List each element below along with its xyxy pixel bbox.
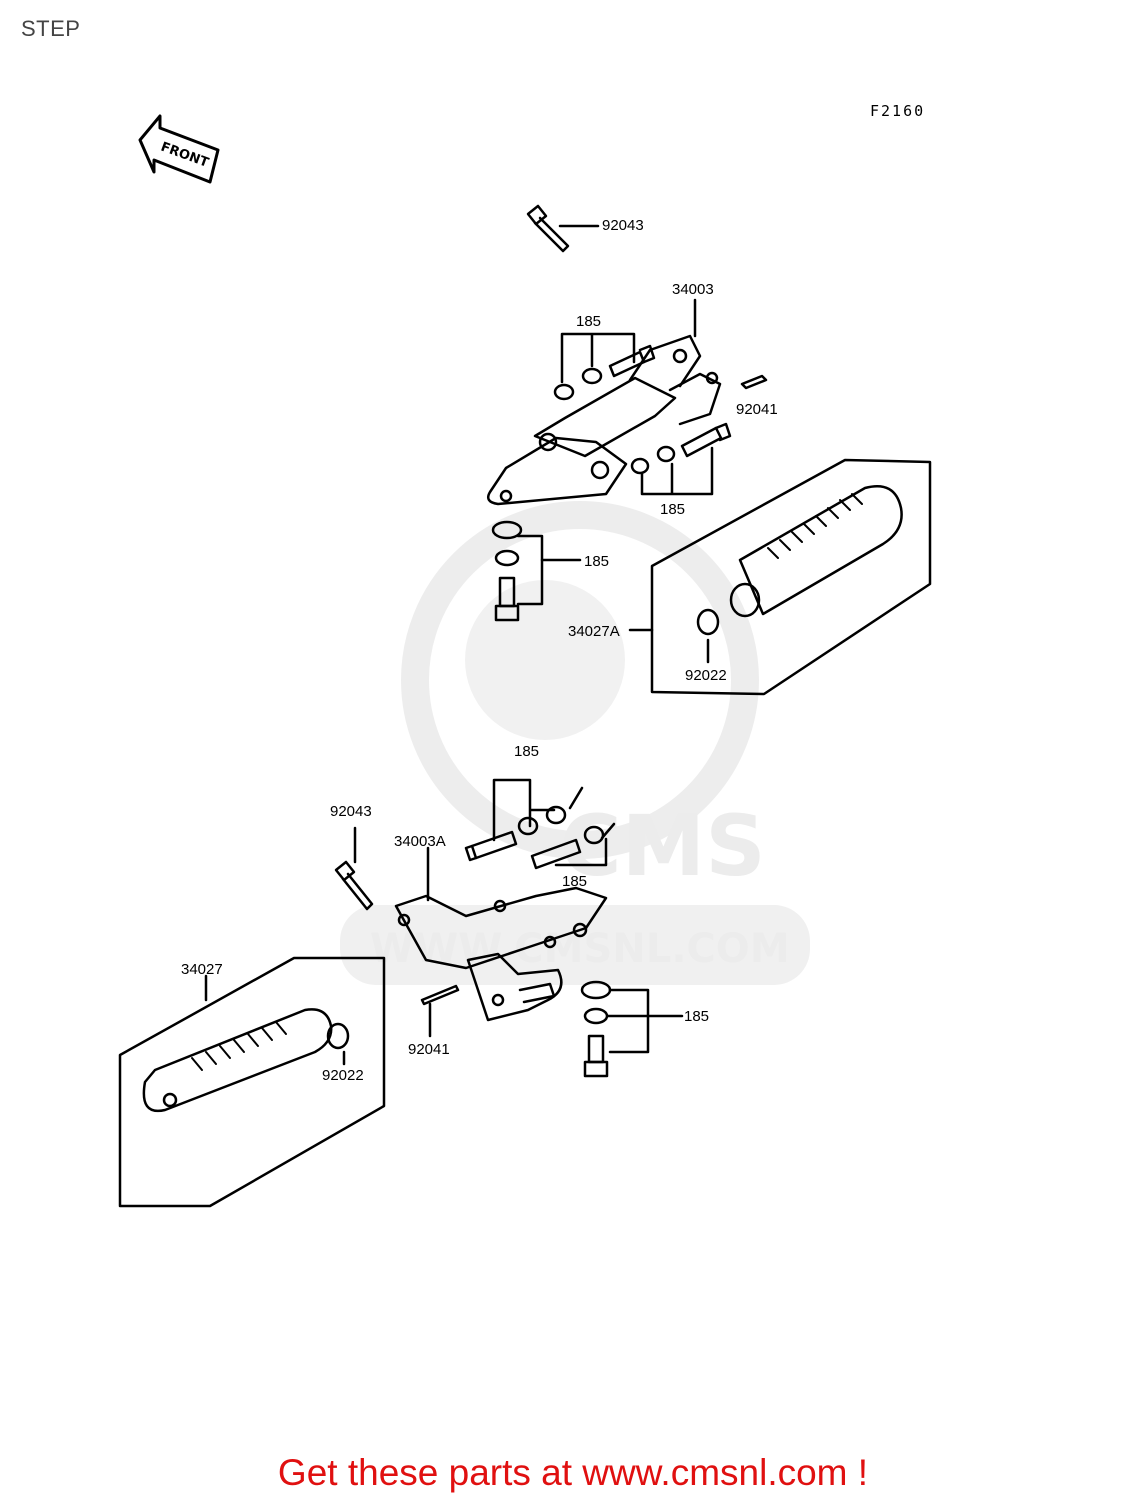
watermark-url: WWW.CMSNL.COM [370, 926, 790, 972]
callout-185-a: 185 [576, 313, 601, 330]
pin-top [526, 204, 600, 253]
fasteners-lower-bottom [580, 980, 684, 1078]
pin-lower [334, 826, 374, 911]
watermark: CMS WWW.CMSNL.COM [340, 501, 810, 985]
callout-92041-top: 92041 [736, 401, 778, 418]
watermark-text: CMS [560, 797, 766, 895]
callout-34003: 34003 [672, 281, 714, 298]
callout-185-b: 185 [660, 501, 685, 518]
callout-labels: 92043 34003 185 92041 185 185 34027A 920… [181, 217, 778, 1084]
callout-34003A: 34003A [394, 833, 446, 850]
callout-92041-bottom: 92041 [408, 1041, 450, 1058]
fasteners-upper [553, 332, 768, 496]
callout-92022-top: 92022 [685, 667, 727, 684]
callout-34027: 34027 [181, 961, 223, 978]
page-title: STEP [21, 16, 81, 41]
fasteners-lower-top [464, 778, 616, 870]
callout-92043-bottom: 92043 [330, 803, 372, 820]
front-arrow-icon: FRONT [138, 114, 220, 184]
fasteners-upper-bottom [491, 520, 582, 622]
callout-185-e: 185 [562, 873, 587, 890]
footpeg-upper [628, 458, 932, 696]
bracket-upper [487, 298, 722, 506]
callout-185-c: 185 [584, 553, 609, 570]
diagram-code: F2160 [870, 102, 925, 120]
cotter-lower [420, 984, 460, 1038]
callout-185-f: 185 [684, 1008, 709, 1025]
callout-92022-bottom: 92022 [322, 1067, 364, 1084]
callout-34027A: 34027A [568, 623, 620, 640]
footer-link[interactable]: Get these parts at www.cmsnl.com ! [277, 1452, 869, 1493]
callout-92043-top: 92043 [602, 217, 644, 234]
footpeg-lower [118, 956, 386, 1208]
callout-185-d: 185 [514, 743, 539, 760]
bracket-lower [394, 846, 608, 1022]
